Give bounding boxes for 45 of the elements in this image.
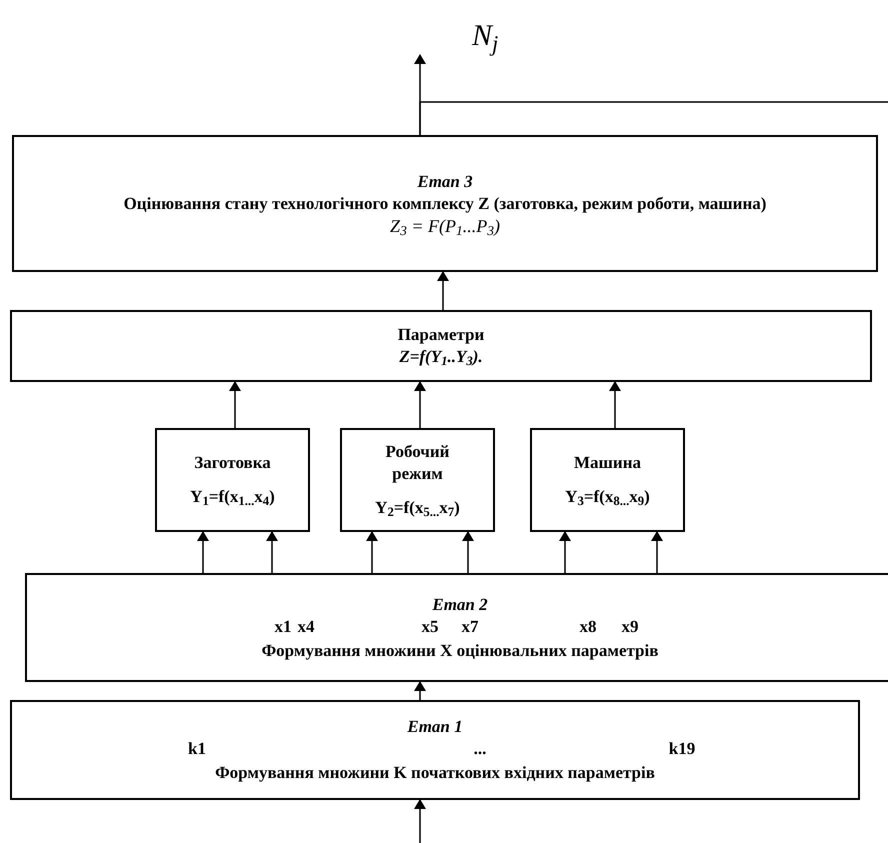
process-box — [10, 310, 872, 382]
process-box — [10, 700, 860, 800]
parameter-label: x8 — [580, 616, 596, 638]
process-box — [155, 428, 310, 532]
arrow — [651, 531, 663, 573]
stage-title: Етап 3 — [417, 170, 473, 192]
process-box — [25, 573, 888, 682]
box-text: Y$_{1}$=f(x$_{1...}$x$_{4}$) — [190, 486, 275, 508]
arrow — [229, 381, 241, 428]
arrow — [197, 531, 209, 573]
arrow — [559, 531, 571, 573]
parameter-label: x4 — [298, 616, 314, 638]
arrow — [414, 681, 426, 700]
parameter-label: k19 — [668, 738, 696, 760]
process-box — [530, 428, 685, 532]
box-text: Оцінювання стану технологічного комплексу Z (заготовка, режим роботи, машина) — [124, 192, 766, 214]
box-text: Формування множини K початкових вхідних параметрів — [215, 762, 655, 784]
arrow — [366, 531, 378, 573]
process-box — [12, 135, 878, 272]
box-text: Параметри — [398, 324, 484, 346]
parameter-label: x1 — [274, 616, 292, 638]
box-text: Y$_{2}$=f(x$_{5...}$x$_{7}$) — [375, 497, 460, 519]
parameter-label: x9 — [622, 616, 638, 638]
arrow — [462, 531, 474, 573]
output-label: N$_{j}$ — [472, 18, 498, 54]
box-text: Машина — [574, 452, 641, 474]
connector-line — [419, 101, 888, 135]
arrow — [414, 381, 426, 428]
stage-title: Етап 1 — [407, 716, 463, 738]
parameter-label: k1 — [188, 738, 206, 760]
box-text: Заготовка — [194, 452, 271, 474]
box-text: Z$_{3}$ = F(P$_{1}$...P$_{3}$) — [390, 214, 500, 236]
box-text: Формування множини X оцінювальних параметрів — [262, 640, 658, 662]
parameter-label: x5 — [422, 616, 438, 638]
box-text: Робочий режим — [384, 441, 450, 485]
arrow — [609, 381, 621, 428]
parameter-label: x7 — [462, 616, 478, 638]
box-text: Y$_{3}$=f(x$_{8...}$x$_{9}$) — [565, 486, 650, 508]
arrow — [414, 799, 426, 843]
stage-title: Етап 2 — [432, 594, 488, 616]
arrow — [266, 531, 278, 573]
box-text: Z=f(Y$_{1}$..Y$_{3}$). — [399, 346, 483, 368]
process-box — [340, 428, 495, 532]
parameter-label: ... — [474, 738, 486, 760]
arrow — [437, 271, 449, 310]
